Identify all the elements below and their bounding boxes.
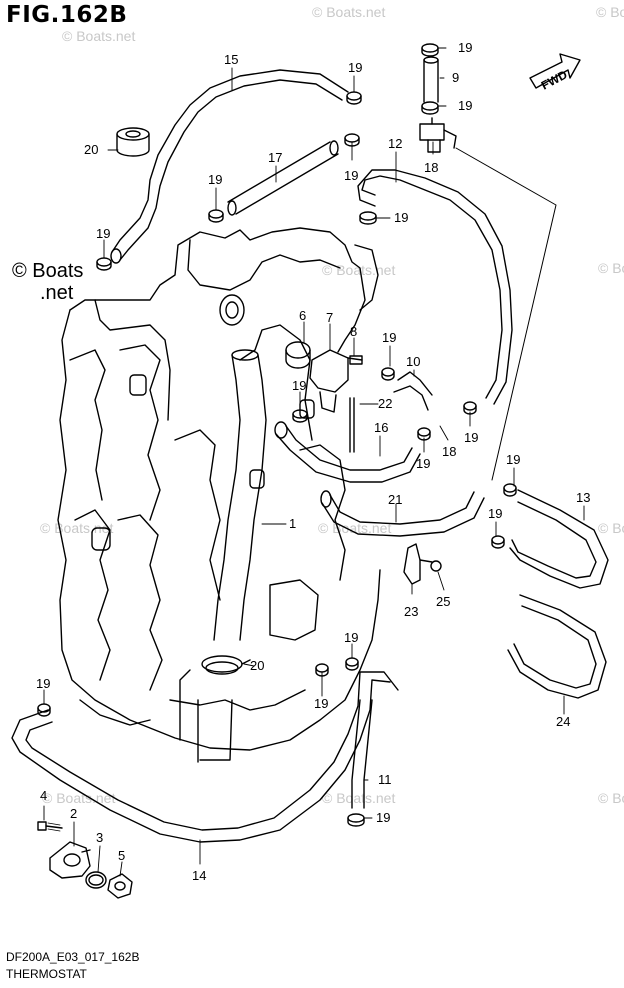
callout-3: 3 (96, 830, 103, 845)
cover-2 (49, 841, 91, 879)
callout-19: 19 (416, 456, 430, 471)
callout-24: 22 (378, 396, 392, 411)
callout-19: 19 (314, 696, 328, 711)
callout-13: 13 (576, 490, 590, 505)
watermark-large-line2: .net (40, 282, 74, 304)
watermark-large-line1: © Boats (12, 260, 84, 282)
callout-16: 16 (374, 420, 388, 435)
callout-7: 7 (326, 310, 333, 325)
callout-19: 19 (292, 378, 306, 393)
callout-1: 1 (289, 516, 296, 531)
leader-lines (43, 47, 585, 877)
callout-19: 19 (36, 676, 50, 691)
watermark: © Boats.net (322, 790, 396, 806)
callout-2: 2 (70, 806, 77, 821)
clamp-19 (37, 703, 51, 717)
callout-19: 19 (376, 810, 390, 825)
callout-19: 19 (344, 630, 358, 645)
callout-19: 19 (348, 60, 362, 75)
clamp-19 (347, 813, 365, 827)
watermark: © Boats.net (596, 4, 624, 20)
clamp-20 (208, 209, 224, 223)
callout-17: 17 (268, 150, 282, 165)
hose-1 (213, 349, 267, 641)
callout-11: 11 (378, 772, 392, 787)
hose-26 (507, 594, 607, 699)
callout-19: 19 (488, 506, 502, 521)
clamp-19 (503, 483, 517, 497)
callout-18: 18 (424, 160, 438, 175)
callout-26: 24 (556, 714, 570, 729)
clamp-21 (201, 655, 251, 675)
hose-14 (11, 671, 399, 843)
clamp-19 (346, 91, 362, 105)
hose-17 (227, 140, 339, 216)
plug-5 (107, 873, 133, 899)
fwd-arrow (529, 53, 581, 89)
tee-fitting-18 (419, 117, 457, 153)
hose-11 (351, 699, 373, 809)
o-ring-3 (85, 871, 107, 889)
hose-16 (274, 421, 421, 483)
hose-15 (110, 69, 349, 264)
watermark: © Boats.net (312, 4, 386, 20)
callout-19: 19 (464, 430, 478, 445)
callout-6: 6 (299, 308, 306, 323)
clamp-19 (359, 211, 377, 225)
watermark: © Boats.net (598, 520, 624, 536)
clamp-19 (421, 43, 439, 57)
callout-20: 19 (344, 168, 358, 183)
callout-21: 20 (250, 658, 264, 673)
clamp-19 (421, 101, 439, 115)
callout-23: 21 (388, 492, 402, 507)
bracket-25 (403, 543, 442, 585)
clamp-19 (381, 367, 395, 381)
callout-labels: 1 2 3 4 5 6 7 8 9 10 11 12 13 14 15 16 1… (36, 40, 590, 883)
callout-10: 10 (406, 354, 420, 369)
figure-code: DF200A_E03_017_162B (6, 950, 140, 964)
hose-23 (320, 490, 485, 537)
hose-12 (357, 169, 513, 405)
hose-13 (509, 489, 609, 589)
callout-19: 19 (394, 210, 408, 225)
callout-19: 19 (458, 98, 472, 113)
clamp-19 (491, 535, 505, 549)
callout-27: 25 (436, 594, 450, 609)
callout-12: 12 (388, 136, 402, 151)
watermark: © Boats.net (62, 28, 136, 44)
watermark-large: © Boats .net (12, 260, 84, 304)
callout-22: 20 (84, 142, 98, 157)
callout-19: 19 (96, 226, 110, 241)
callout-20: 19 (208, 172, 222, 187)
callout-19: 19 (458, 40, 472, 55)
callout-19: 19 (382, 330, 396, 345)
callout-4: 4 (40, 788, 47, 803)
callout-25: 23 (404, 604, 418, 619)
callout-18: 18 (442, 444, 456, 459)
engine-block (57, 227, 381, 763)
bolt-4 (37, 821, 63, 832)
figure-title: FIG.162B (6, 2, 128, 28)
hose-9 (423, 56, 439, 103)
stud-24 (349, 397, 355, 453)
callout-5: 5 (118, 848, 125, 863)
thermostat-assembly (219, 294, 363, 413)
watermark: © Boats.net (598, 790, 624, 806)
figure-name: THERMOSTAT (6, 967, 87, 981)
callout-9: 9 (452, 70, 459, 85)
hose-10 (393, 371, 433, 411)
watermark: © Boats.net (598, 260, 624, 276)
clamp-19 (96, 257, 112, 271)
callout-8: 8 (350, 324, 357, 339)
grommet-22 (116, 127, 150, 157)
callout-14: 14 (192, 868, 206, 883)
callout-19: 19 (506, 452, 520, 467)
callout-15: 15 (224, 52, 238, 67)
clamp-19 (345, 657, 359, 671)
watermark: © Boats.net (322, 262, 396, 278)
